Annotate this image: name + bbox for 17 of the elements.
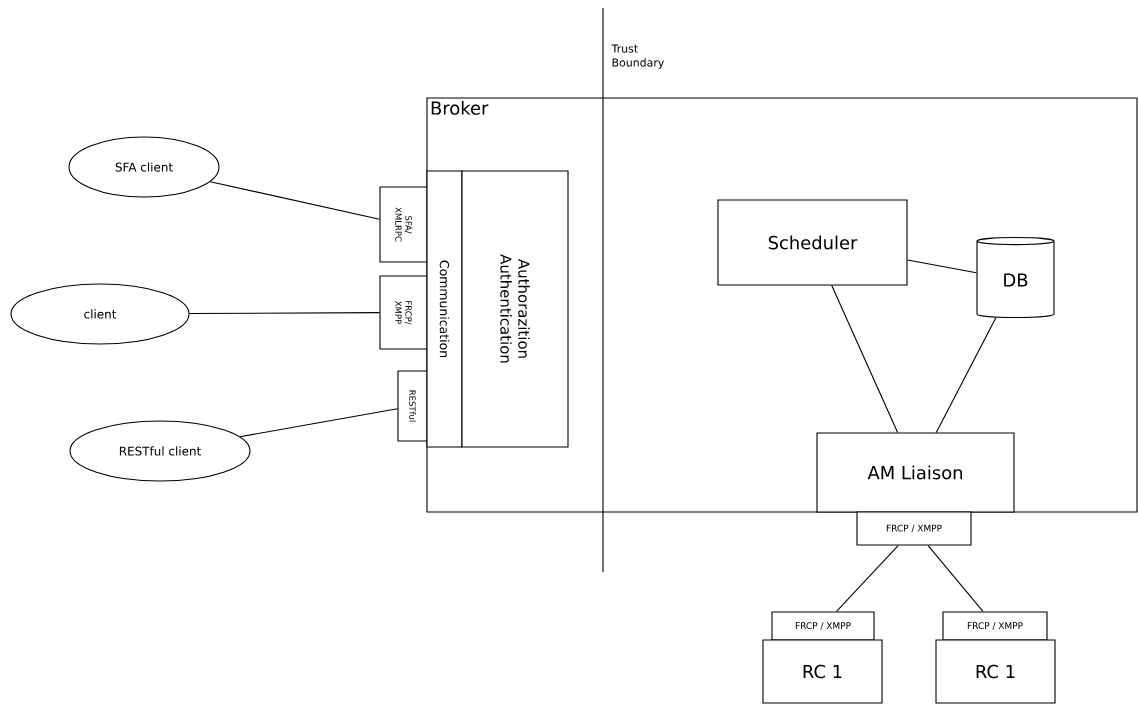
box: FRCP / XMPP: [771, 611, 875, 641]
box: FRCP/ XMPP: [379, 275, 428, 350]
box: FRCP / XMPP: [856, 511, 972, 546]
connector-line: [907, 259, 977, 274]
box: SFA/ XMLRPC: [379, 186, 428, 263]
boundary-label: Trust Boundary: [611, 44, 664, 69]
connector-line: [239, 408, 398, 438]
connector-line: [935, 317, 997, 433]
connector-line: [831, 285, 899, 433]
connector-line: [836, 545, 899, 612]
database-cylinder: DB: [976, 237, 1055, 319]
connector-line: [927, 545, 984, 612]
connector-line: [189, 312, 380, 315]
box: FRCP / XMPP: [942, 611, 1048, 641]
box: RESTful: [397, 370, 428, 442]
connector-line: [209, 181, 380, 220]
box: Scheduler: [717, 199, 908, 286]
